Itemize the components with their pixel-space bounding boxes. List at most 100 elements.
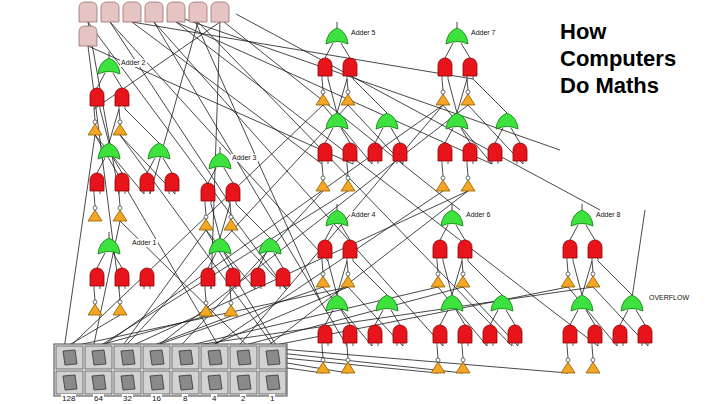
not-gate	[341, 94, 355, 105]
or-gate	[571, 295, 593, 311]
or-gate	[326, 295, 348, 311]
and-gate	[318, 58, 332, 76]
not-bubble	[93, 206, 97, 210]
gate-pin	[347, 258, 348, 261]
bit-value: 4	[211, 394, 217, 403]
or-gate	[446, 113, 468, 129]
or-gate	[326, 28, 348, 44]
wire	[442, 79, 443, 90]
wire	[632, 210, 645, 298]
gate-pin	[328, 343, 329, 346]
gate-pin	[211, 286, 212, 289]
not-gate	[88, 304, 102, 315]
and-gate	[318, 143, 332, 161]
wire	[161, 346, 439, 373]
not-gate	[316, 94, 330, 105]
gate-pin	[353, 258, 354, 261]
gate-pin	[443, 343, 444, 346]
gate-pin	[119, 106, 120, 109]
gate-pin	[468, 343, 469, 346]
gate-pin	[473, 161, 474, 164]
and-gate	[458, 325, 472, 343]
switch-lever	[92, 375, 106, 390]
not-gate	[341, 276, 355, 287]
or-gate	[326, 210, 348, 226]
and-gate	[251, 268, 265, 286]
gate-pin	[598, 258, 599, 261]
or-gate	[148, 143, 170, 159]
gate-pin	[487, 343, 488, 346]
wire	[347, 261, 348, 272]
gate-pin	[119, 191, 120, 194]
wire	[268, 191, 469, 346]
wire	[506, 310, 515, 325]
wire	[325, 225, 333, 240]
gate-pin	[144, 191, 145, 194]
switch-lever	[208, 375, 222, 390]
gate-pin	[573, 343, 574, 346]
bit-value: 1	[269, 394, 275, 403]
wire	[170, 14, 560, 150]
gate-pin	[322, 76, 323, 79]
not-gate	[341, 180, 355, 191]
gate-pin	[328, 161, 329, 164]
wire	[163, 158, 172, 173]
and-gate	[165, 173, 179, 191]
wire	[442, 164, 443, 176]
gate-pin	[448, 161, 449, 164]
and-gate	[463, 143, 477, 161]
bit-value: 32	[122, 394, 133, 403]
adder-label: OVERFLOW	[648, 294, 690, 302]
or-gate	[209, 238, 231, 254]
not-gate	[316, 180, 330, 191]
gate-pin	[512, 343, 513, 346]
wire	[271, 287, 569, 346]
not-gate	[224, 305, 238, 316]
gate-pin	[567, 258, 568, 261]
gate-pin	[94, 106, 95, 109]
or-gate	[621, 295, 643, 311]
gate-pin	[236, 286, 237, 289]
adder-label: Adder 1	[131, 239, 158, 247]
wire	[437, 346, 438, 358]
input-lamp	[211, 2, 229, 22]
wire	[192, 14, 320, 300]
gate-pin	[100, 286, 101, 289]
wire	[461, 43, 470, 58]
wire	[220, 147, 221, 153]
wire	[570, 225, 578, 240]
not-bubble	[591, 358, 595, 362]
not-gate	[199, 219, 213, 230]
wire	[198, 22, 512, 346]
wire	[119, 109, 120, 120]
gate-pin	[100, 106, 101, 109]
gate-pin	[255, 286, 256, 289]
and-gate	[513, 143, 527, 161]
gate-pin	[175, 191, 176, 194]
wire	[158, 105, 469, 346]
and-gate	[115, 268, 129, 286]
and-gate	[343, 240, 357, 258]
not-bubble	[321, 272, 325, 276]
not-bubble	[93, 300, 97, 304]
gate-pin	[347, 343, 348, 346]
switch-lever	[150, 375, 164, 390]
gate-pin	[347, 161, 348, 164]
not-gate	[586, 362, 600, 373]
and-gate	[638, 325, 652, 343]
gate-pin	[205, 286, 206, 289]
gate-pin	[598, 343, 599, 346]
gate-pin	[125, 106, 126, 109]
wire	[120, 221, 248, 346]
wire	[176, 22, 492, 164]
switch-lever	[179, 375, 193, 390]
gate-pin	[473, 76, 474, 79]
and-gate	[438, 58, 452, 76]
gate-pin	[378, 343, 379, 346]
not-bubble	[466, 176, 470, 180]
not-bubble	[346, 272, 350, 276]
not-gate	[88, 124, 102, 135]
switch-box	[143, 371, 170, 394]
and-gate	[563, 325, 577, 343]
wire	[71, 105, 324, 346]
